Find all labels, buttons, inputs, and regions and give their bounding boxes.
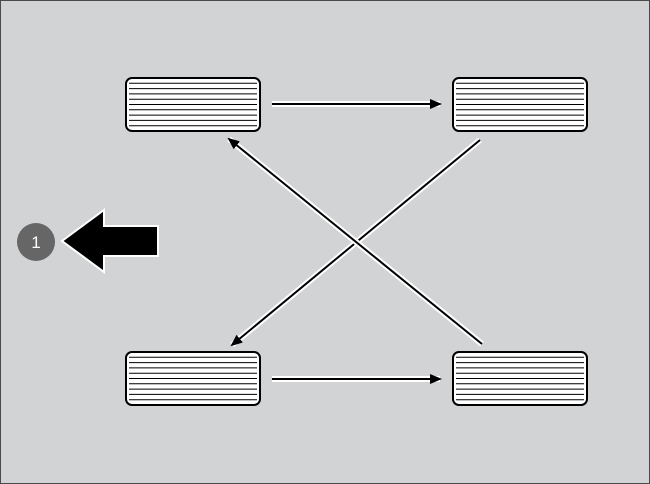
- arrow-left-icon: [60, 208, 159, 274]
- arrow-rear-right-to-front-left: [227, 136, 484, 347]
- callout-circle: [17, 223, 55, 261]
- tire-front-left: [125, 77, 261, 132]
- callout-1: 1: [17, 208, 159, 274]
- tire-front-right: [452, 77, 588, 132]
- tire-rear-right: [452, 351, 588, 406]
- tire-rear-left: [125, 351, 261, 406]
- callout-number: 1: [31, 233, 40, 252]
